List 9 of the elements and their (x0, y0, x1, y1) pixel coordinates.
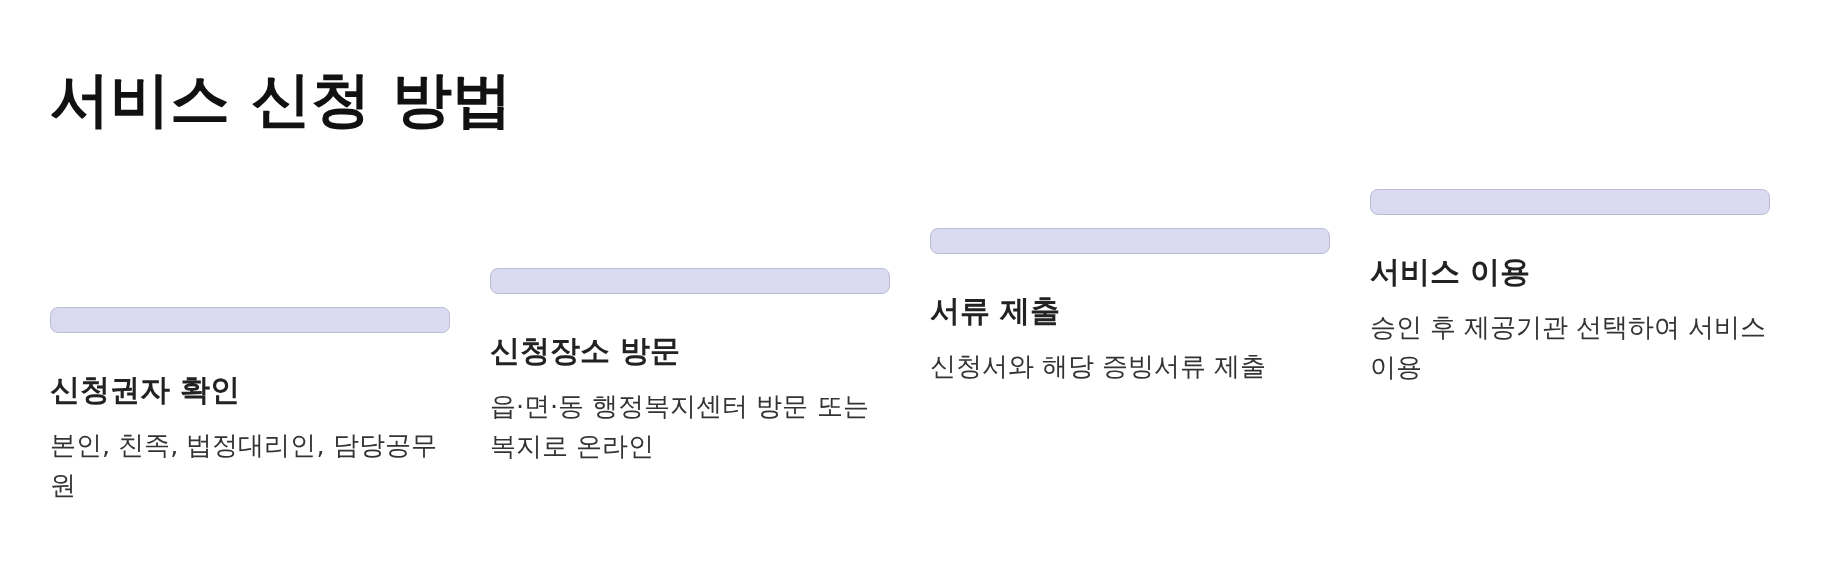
step-heading: 신청장소 방문 (490, 332, 681, 370)
step-heading: 서류 제출 (930, 292, 1061, 330)
step-description: 본인, 친족, 법정대리인, 담당공무원 (50, 429, 438, 502)
step-description: 승인 후 제공기관 선택하여 서비스 이용 (1370, 311, 1768, 384)
diagram-title: 서비스 신청 방법 (50, 63, 512, 136)
step-heading: 신청권자 확인 (50, 371, 241, 409)
step-description: 신청서와 해당 증빙서류 제출 (930, 350, 1267, 383)
step-heading: 서비스 이용 (1370, 253, 1531, 291)
step-description: 읍·면·동 행정복지센터 방문 또는 복지로 온라인 (490, 390, 870, 463)
